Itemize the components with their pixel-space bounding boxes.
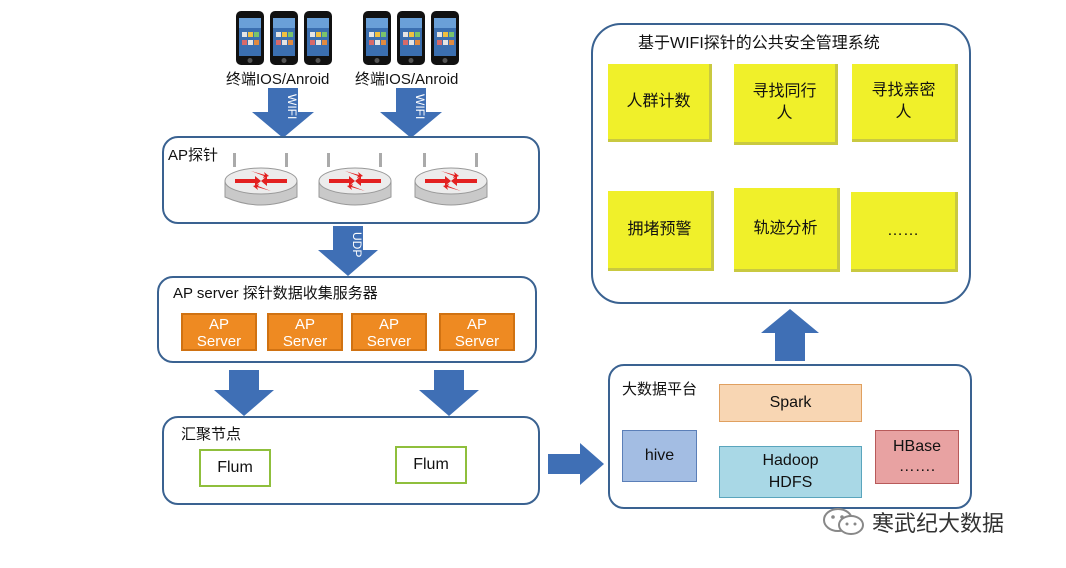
flum-node: Flum [199, 449, 271, 487]
sticky-note-find-intimate: 寻找亲密 人 [852, 64, 958, 142]
ap-server-node-line1: AP [294, 316, 315, 333]
wifi-arrow: WIFI [252, 88, 314, 138]
hbase-block: HBase ……. [875, 430, 959, 484]
ap-server-node-line2: Server [282, 333, 328, 350]
ap-server-node: AP Server [181, 313, 257, 351]
hadoop-label: Hadoop [762, 452, 819, 469]
down-arrow [214, 370, 274, 416]
right-arrow [548, 443, 604, 485]
wechat-icon [823, 508, 864, 535]
sticky-note-crowd-count: 人群计数 [608, 64, 712, 142]
udp-arrow-text: UDP [350, 232, 364, 257]
ap-server-node-line2: Server [366, 333, 412, 350]
hive-block: hive [622, 430, 697, 482]
note-line1: 拥堵预警 [627, 220, 692, 238]
down-arrow [419, 370, 479, 416]
router-icon [411, 150, 491, 212]
ap-server-node: AP Server [351, 313, 427, 351]
note-line1: 人群计数 [626, 92, 691, 110]
hadoop-hdfs-block: Hadoop HDFS [719, 446, 862, 498]
hbase-label: HBase [892, 438, 942, 455]
ap-server-node-line1: AP [208, 316, 229, 333]
wifi-arrow-text: WIFI [413, 94, 427, 119]
router-icon [221, 150, 301, 212]
smartphone-icon [303, 10, 333, 66]
aggregation-title: 汇聚节点 [181, 426, 242, 443]
ap-server-node-line1: AP [378, 316, 399, 333]
terminal-group-1 [235, 10, 335, 66]
note-line1: …… [887, 221, 919, 239]
wifi-arrow-text: WIFI [285, 94, 299, 119]
sticky-note-congestion-warning: 拥堵预警 [608, 191, 714, 271]
ap-server-node-line2: Server [196, 333, 242, 350]
note-line1: 寻找亲密 [871, 81, 936, 99]
note-line1: 轨迹分析 [753, 219, 818, 237]
terminal-group-2 [362, 10, 462, 66]
up-arrow [761, 309, 819, 361]
smartphone-icon [396, 10, 426, 66]
smartphone-icon [235, 10, 265, 66]
sticky-note-more: …… [851, 192, 958, 272]
terminal-label: 终端IOS/Anroid [226, 71, 330, 88]
sticky-note-find-companion: 寻找同行 人 [734, 64, 838, 145]
wifi-arrow: WIFI [380, 88, 442, 138]
ap-server-node-line2: Server [454, 333, 500, 350]
router-icon [315, 150, 395, 212]
hbase-ellipsis: ……. [898, 458, 936, 475]
flum-node: Flum [395, 446, 467, 484]
smartphone-icon [269, 10, 299, 66]
ap-server-title: AP server 探针数据收集服务器 [173, 285, 378, 302]
watermark-text: 寒武纪大数据 [872, 511, 1005, 536]
security-system-title: 基于WIFI探针的公共安全管理系统 [638, 35, 880, 52]
smartphone-icon [430, 10, 460, 66]
ap-server-node: AP Server [439, 313, 515, 351]
hdfs-label: HDFS [768, 474, 813, 491]
ap-server-node-line1: AP [466, 316, 487, 333]
note-line2: 人 [776, 105, 793, 122]
udp-arrow: UDP [318, 226, 378, 276]
smartphone-icon [362, 10, 392, 66]
ap-server-node: AP Server [267, 313, 343, 351]
big-data-title: 大数据平台 [622, 381, 698, 398]
terminal-label: 终端IOS/Anroid [355, 71, 459, 88]
sticky-note-trajectory-analysis: 轨迹分析 [734, 188, 840, 272]
note-line2: 人 [895, 103, 912, 121]
ap-probe-title: AP探针 [168, 147, 219, 164]
note-line1: 寻找同行 [752, 83, 817, 100]
spark-block: Spark [719, 384, 862, 422]
